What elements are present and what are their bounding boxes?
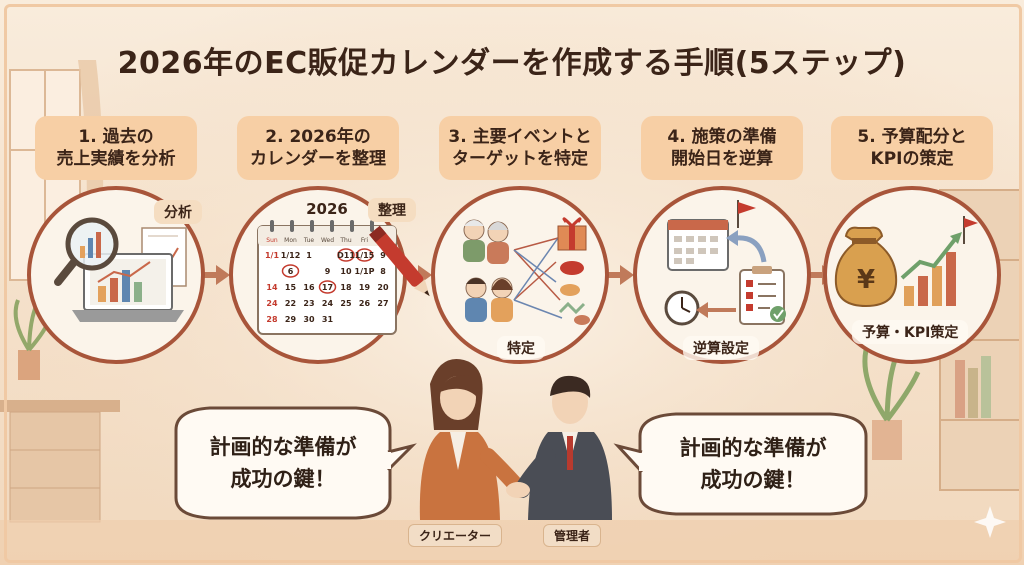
calendar-circle-mark: [337, 248, 355, 262]
calendar-header: Thu: [339, 237, 351, 244]
calendar-header: Mon: [284, 237, 297, 244]
calendar-circle-mark: [318, 280, 337, 294]
step-4-label: 4. 施策の準備 開始日を逆算: [641, 116, 803, 180]
calendar-day: 26: [359, 299, 371, 308]
calendar-year: 2026: [306, 200, 348, 218]
step-3-title-line2: ターゲットを特定: [452, 149, 588, 169]
speech-left-text: 計画的な準備が 成功の鍵！: [176, 431, 390, 495]
calendar-day: 1/1: [265, 251, 279, 260]
step-3-tag: 特定: [497, 336, 545, 360]
step-1-title-line2: 売上実績を分析: [56, 149, 176, 169]
calendar-day: 24: [266, 299, 278, 308]
calendar-day: 9: [325, 267, 331, 276]
speech-right-line2: 成功の鍵！: [700, 468, 806, 492]
magnifier-laptop-chart-icon: [54, 217, 187, 322]
calendar-day: 23: [303, 299, 314, 308]
calendar-day: 1/1P: [355, 267, 375, 276]
calendar-day: 17: [322, 283, 333, 292]
step-2-tag: 整理: [368, 198, 416, 222]
calendar-day: 6: [288, 267, 294, 276]
moneybag-growth-chart-icon: ¥: [834, 216, 978, 308]
speech-bubble-right: [613, 412, 868, 516]
calendar-day: 30: [303, 315, 315, 324]
calendar-day: 25: [340, 299, 352, 308]
step-4-title-line2: 開始日を逆算: [671, 149, 773, 169]
calendar-header: Sun: [266, 237, 278, 244]
calendar-circle-mark: [355, 248, 374, 262]
creator-woman-icon: [419, 359, 528, 520]
page-title: 2026年のEC販促カレンダーを作成する手順(5ステップ): [117, 46, 907, 81]
arrow-step3-4: [620, 265, 634, 285]
manager-man-icon: [506, 375, 612, 520]
step-1-label: 1. 過去の 売上実績を分析: [35, 116, 197, 180]
calendar-day: 16: [303, 283, 315, 292]
step-5-label: 5. 予算配分と KPIの策定: [831, 116, 993, 180]
step-1-title-line1: 1. 過去の: [78, 127, 154, 147]
creator-label: クリエーター: [408, 524, 503, 547]
calendar-day: 15: [285, 283, 297, 292]
calendar-day: 1/12: [281, 251, 301, 260]
calendar-day: 14: [266, 283, 278, 292]
step-2-title-line2: カレンダーを整理: [250, 149, 386, 169]
calendar-day: D11: [337, 251, 355, 260]
calendar-day: 22: [285, 299, 296, 308]
speech-left-line1: 計画的な準備が: [209, 435, 357, 459]
arrow-step1-2-shaft: [204, 272, 218, 278]
step-5-title-line2: KPIの策定: [870, 149, 954, 169]
calendar-day: 27: [377, 299, 388, 308]
step-2-title-line1: 2. 2026年の: [265, 127, 371, 147]
calendar-day: 1/15: [355, 251, 375, 260]
step-2-label: 2. 2026年の カレンダーを整理: [237, 116, 399, 180]
speech-bubble-left: [174, 406, 417, 520]
sparkle-icon: [974, 506, 1006, 538]
manager-label: 管理者: [543, 524, 602, 547]
calendar-day: 31: [322, 315, 334, 324]
svg-text:¥: ¥: [857, 265, 875, 295]
handshake: [506, 482, 530, 498]
people-gift-icon: [463, 217, 590, 325]
calendar-day: 18: [340, 283, 352, 292]
calendar-header: Tue: [303, 237, 315, 244]
step-4-title-line1: 4. 施策の準備: [667, 127, 777, 147]
step-1-tag: 分析: [154, 200, 202, 224]
calendar-header: Fri: [361, 237, 368, 244]
calendar-day: 19: [359, 283, 371, 292]
step-3-title-line1: 3. 主要イベントと: [448, 127, 592, 147]
calendar-pen-icon: 2026 SunMonTueWedThuFriSat1/11/121D111/1…: [257, 200, 430, 335]
step-5-title-line1: 5. 予算配分と: [857, 127, 967, 147]
arrow-step1-2: [216, 265, 230, 285]
calendar-day: 24: [322, 299, 334, 308]
speech-right-text: 計画的な準備が 成功の鍵！: [640, 432, 866, 496]
speech-left-line2: 成功の鍵！: [230, 467, 336, 491]
calendar-day: 8: [380, 267, 386, 276]
step-5-tag: 予算・KPI策定: [852, 320, 969, 344]
calendar-day: 10: [340, 267, 352, 276]
calendar-day: 20: [377, 283, 389, 292]
calendar-circle-mark: [281, 264, 300, 278]
step-3-label: 3. 主要イベントと ターゲットを特定: [439, 116, 601, 180]
calendar-day: 29: [285, 315, 297, 324]
step-4-tag: 逆算設定: [683, 336, 759, 360]
calendar-day: 1: [306, 251, 312, 260]
calendar-day: 9: [380, 251, 386, 260]
speech-right-line1: 計画的な準備が: [679, 436, 827, 460]
calendar-day: 28: [266, 315, 278, 324]
calendar-header: Wed: [321, 237, 334, 244]
calendar-clock-checklist-icon: [664, 200, 786, 326]
